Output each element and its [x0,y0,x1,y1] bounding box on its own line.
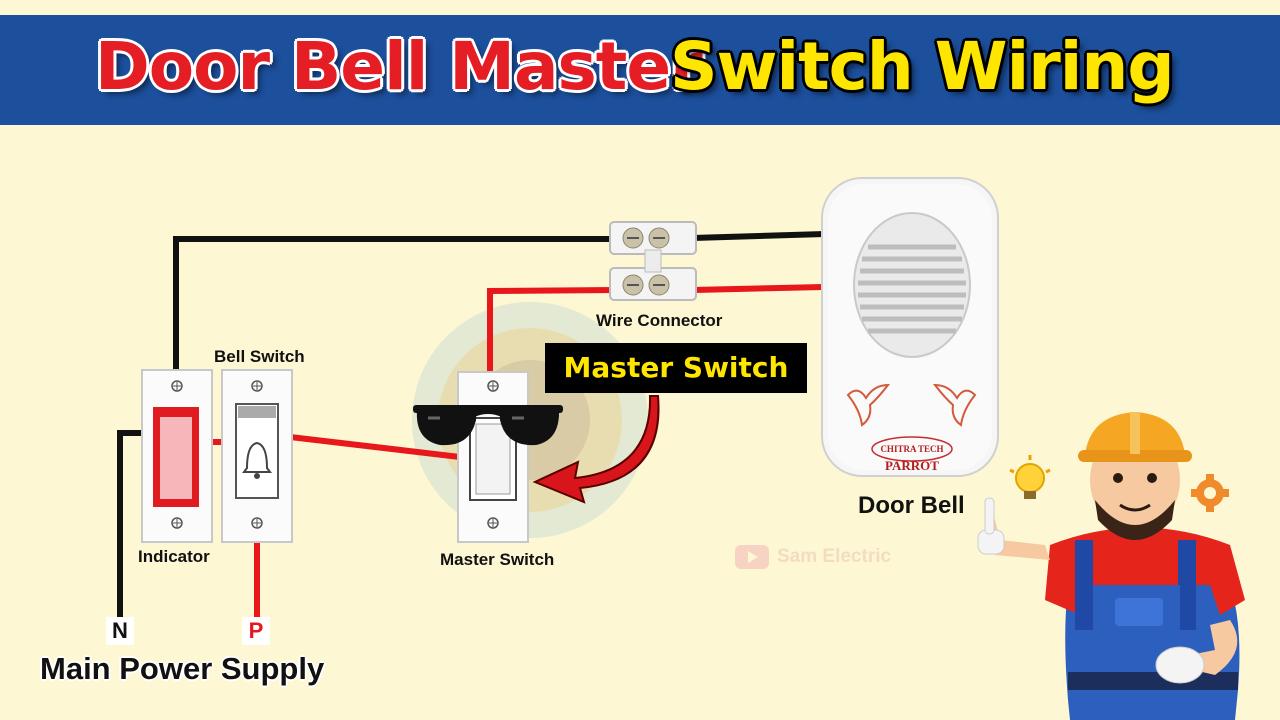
gear-icon [1191,474,1229,512]
black-wire [117,230,830,623]
pointer-arrow [532,395,660,504]
main-power-supply-label: Main Power Supply [40,651,325,686]
indicator-label: Indicator [138,547,210,566]
wire-connector [609,221,697,301]
title-part-2: Switch Wiring [670,28,1175,105]
phase-terminal-label: P [242,617,270,645]
watermark: Sam Electric [735,545,891,569]
master-switch-plate [457,371,529,543]
watermark-text: Sam Electric [777,546,892,568]
doorbell-device [821,177,999,477]
electrician-character [977,412,1245,720]
red-wire [209,283,830,623]
master-switch-label: Master Switch [440,550,555,569]
doorbell-brand-model: PARROT [885,458,939,473]
indicator-plate [141,369,213,543]
title-banner [0,15,1280,125]
video-play-icon [735,545,769,569]
neutral-terminal-label: N [106,617,134,645]
wire-connector-label: Wire Connector [596,311,723,330]
bell-switch-plate [221,369,293,543]
doorbell-brand-maker: CHITRA TECH [880,444,943,454]
bell-switch-label: Bell Switch [214,347,305,366]
sunglasses-icon [413,405,563,446]
master-switch-callout: Master Switch [545,343,807,393]
door-bell-label: Door Bell [858,492,965,519]
title-part-1: Door Bell Master [95,28,703,105]
lightbulb-icon [1009,455,1051,499]
